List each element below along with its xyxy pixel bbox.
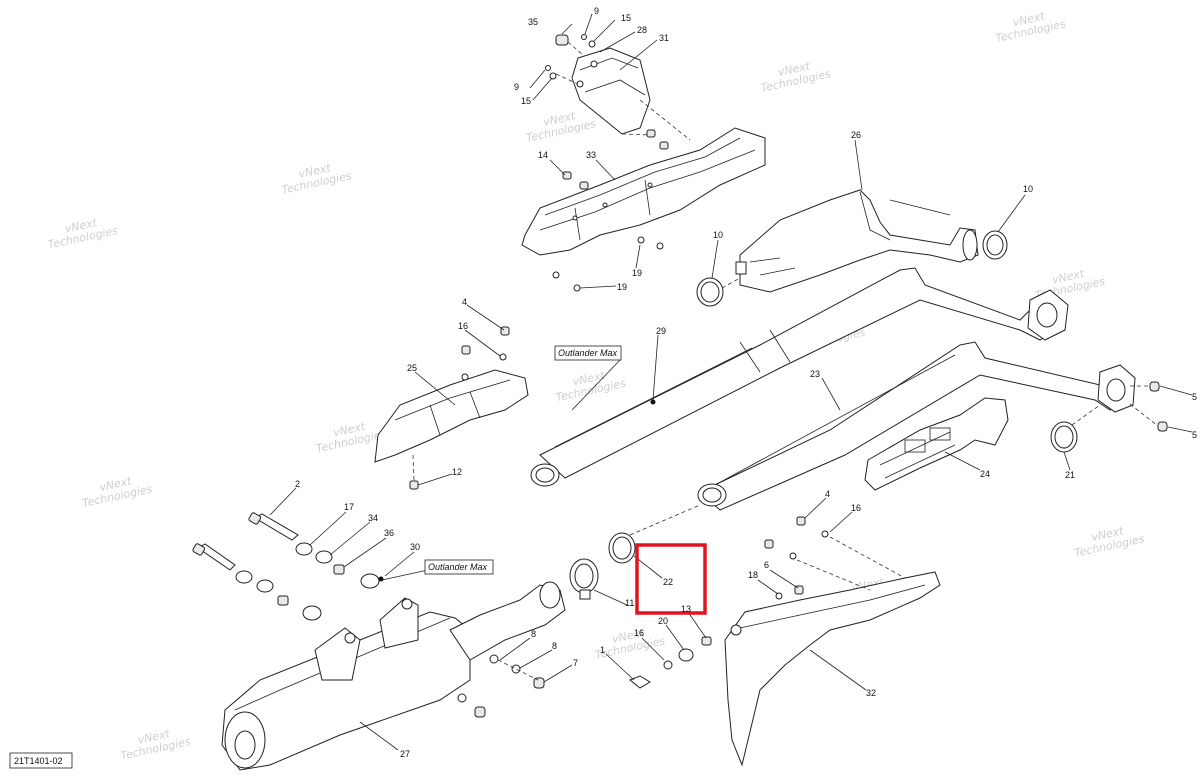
callout-19: 19	[632, 268, 642, 278]
clamp-10-left	[696, 277, 741, 307]
callout-16: 16	[458, 321, 468, 331]
callout-19: 19	[617, 282, 627, 292]
tag-outlander-max-lower: Outlander Max	[424, 559, 494, 575]
gasket-21	[1050, 404, 1101, 453]
callout-10: 10	[1023, 184, 1033, 194]
callout-29: 29	[656, 326, 666, 336]
heat-shield-24	[864, 397, 1009, 491]
callout-28: 28	[637, 25, 647, 35]
callout-12: 12	[452, 467, 462, 477]
callout-9: 9	[514, 82, 519, 92]
callout-6: 6	[764, 560, 769, 570]
callout-8: 8	[552, 641, 557, 651]
clamp-11	[569, 558, 599, 600]
ring-22	[608, 532, 636, 564]
highlight-box	[635, 543, 707, 615]
callout-36: 36	[384, 528, 394, 538]
callout-5: 5	[1192, 392, 1197, 402]
callout-27: 27	[400, 749, 410, 759]
callout-1: 1	[600, 645, 605, 655]
callout-13: 13	[681, 604, 691, 614]
callout-35: 35	[528, 17, 538, 27]
tailpipe-29	[530, 267, 1069, 487]
svg-text:21T1401-02: 21T1401-02	[14, 756, 63, 766]
callout-10: 10	[713, 230, 723, 240]
heat-shield-bracket-31	[571, 47, 691, 141]
callout-23: 23	[810, 369, 820, 379]
callout-16: 16	[634, 628, 644, 638]
muffler-27	[221, 581, 566, 771]
callout-20: 20	[658, 616, 668, 626]
hardware-bottom	[489, 636, 712, 689]
callout-14: 14	[538, 150, 548, 160]
svg-text:Outlander Max: Outlander Max	[428, 562, 488, 572]
callout-25: 25	[407, 363, 417, 373]
callout-22: 22	[663, 577, 673, 587]
callout-11: 11	[625, 598, 634, 608]
callout-4: 4	[825, 489, 830, 499]
callout-numbers: 35 9 15 28 31 9 15 26 10 14 33 10 19 19 …	[295, 6, 1197, 759]
heat-shield-33	[521, 127, 766, 292]
callout-8: 8	[531, 629, 536, 639]
callout-26: 26	[851, 130, 861, 140]
callout-15: 15	[521, 96, 531, 106]
heat-shield-32	[724, 516, 941, 767]
callout-7: 7	[573, 658, 578, 668]
callout-4: 4	[462, 297, 467, 307]
tag-outlander-max-upper: Outlander Max	[554, 345, 622, 361]
callout-2: 2	[295, 479, 300, 489]
clamp-10-right	[982, 230, 1008, 260]
callout-33: 33	[586, 150, 596, 160]
callout-16: 16	[851, 503, 861, 513]
callout-17: 17	[344, 502, 354, 512]
callout-15: 15	[621, 13, 631, 23]
exhaust-pipe-26	[735, 189, 979, 293]
callout-18: 18	[748, 570, 758, 580]
hardware-top	[545, 34, 596, 85]
callout-5: 5	[1192, 430, 1197, 440]
heat-shield-25	[374, 326, 529, 490]
callout-9: 9	[594, 6, 599, 16]
callout-24: 24	[980, 469, 990, 479]
callout-32: 32	[866, 688, 876, 698]
callout-30: 30	[410, 542, 420, 552]
hardware-bolts-left	[192, 512, 384, 621]
tailpipe-23	[697, 341, 1168, 511]
callout-34: 34	[368, 513, 378, 523]
drawing-code-label: 21T1401-02	[9, 752, 73, 769]
svg-text:Outlander Max: Outlander Max	[558, 348, 618, 358]
leader-lines	[269, 13, 1193, 751]
callout-21: 21	[1065, 470, 1075, 480]
callout-31: 31	[659, 33, 669, 43]
